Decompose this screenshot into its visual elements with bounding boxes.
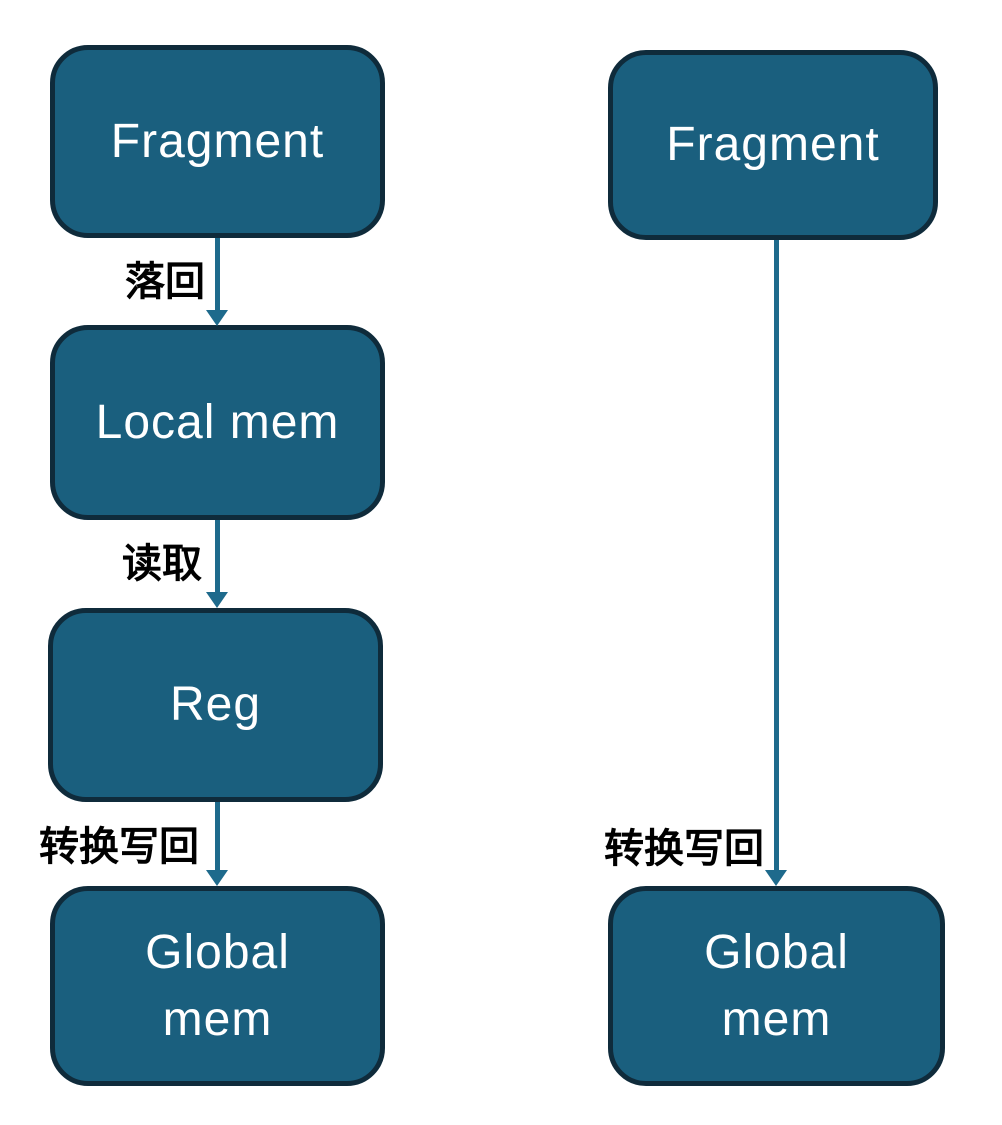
arrow-shaft: [215, 520, 220, 592]
arrow-head-icon: [206, 592, 228, 608]
arrow-shaft: [774, 240, 779, 870]
arrow-fallback: [206, 238, 228, 326]
arrow-read: [206, 520, 228, 608]
node-global-mem-left: Global mem: [50, 886, 385, 1086]
edge-label-read: 读取: [122, 542, 202, 586]
node-fragment-right: Fragment: [608, 50, 938, 240]
node-global-mem-right-label: Global mem: [704, 925, 849, 1046]
arrow-head-icon: [206, 870, 228, 886]
node-reg-label: Reg: [169, 678, 262, 732]
arrow-shaft: [215, 238, 220, 310]
node-local-mem: Local mem: [50, 325, 385, 520]
node-fragment-left-label: Fragment: [110, 114, 325, 168]
arrow-writeback-right: [765, 240, 787, 886]
arrow-shaft: [215, 802, 220, 870]
node-global-mem-left-label: Global mem: [145, 925, 290, 1046]
arrow-head-icon: [765, 870, 787, 886]
arrow-head-icon: [206, 310, 228, 326]
node-global-mem-right: Global mem: [608, 886, 945, 1086]
node-fragment-left: Fragment: [50, 45, 385, 238]
edge-label-writeback-left: 转换写回: [39, 825, 199, 869]
node-local-mem-label: Local mem: [95, 395, 340, 449]
node-fragment-right-label: Fragment: [666, 118, 880, 172]
node-reg: Reg: [48, 608, 383, 802]
arrow-writeback-left: [206, 802, 228, 886]
edge-label-fallback: 落回: [125, 260, 205, 304]
edge-label-writeback-right: 转换写回: [604, 827, 764, 871]
